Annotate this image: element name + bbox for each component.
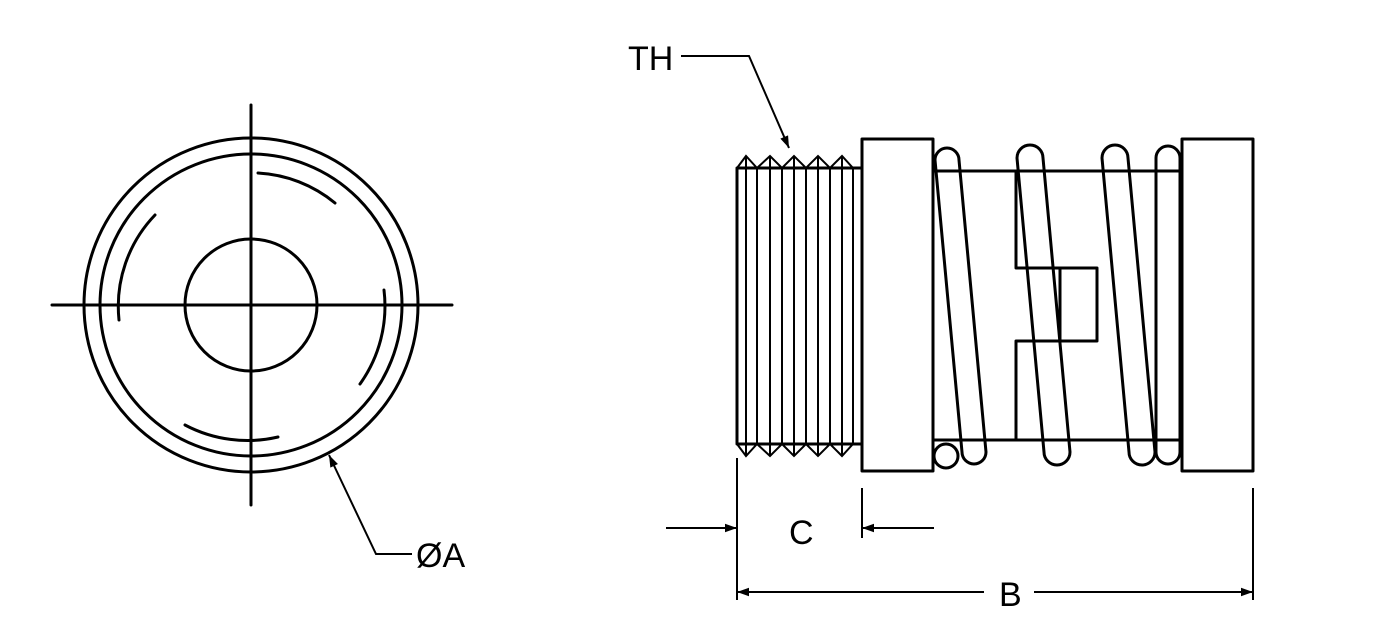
thread-label: TH	[628, 40, 673, 78]
dimension-c-label: C	[789, 514, 814, 552]
thread-leader	[681, 55, 790, 149]
end-view: ØA	[50, 103, 465, 575]
inner-sleeve	[931, 169, 1184, 442]
threaded-section	[735, 154, 864, 458]
spring-arcs	[116, 171, 387, 442]
diameter-label: ØA	[416, 537, 465, 575]
diameter-leader	[328, 454, 412, 555]
right-collar	[1180, 137, 1255, 473]
left-collar	[860, 137, 935, 473]
spring-coils	[932, 143, 1182, 470]
side-view: TH C B	[628, 40, 1255, 614]
dimension-b-label: B	[999, 576, 1022, 614]
